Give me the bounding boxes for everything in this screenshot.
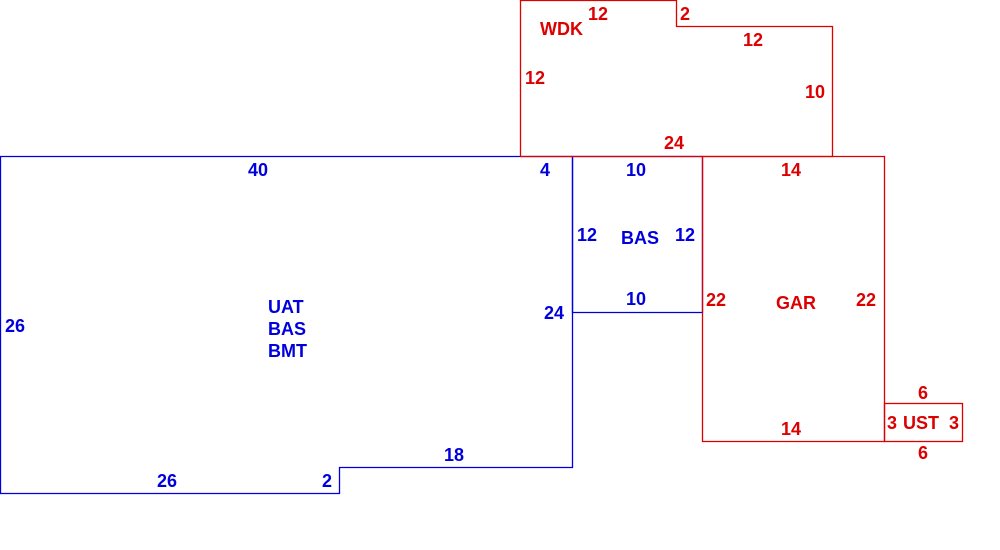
- ust-dim-top: 6: [918, 383, 928, 403]
- main-dim-right: 24: [544, 303, 564, 323]
- gar-dim-bottom: 14: [781, 419, 801, 439]
- ust-dim-right: 3: [949, 413, 959, 433]
- wdk-dim-bottom: 24: [664, 133, 684, 153]
- bas-code: BAS: [621, 228, 659, 248]
- ust-dim-left: 3: [887, 413, 897, 433]
- bas-dim-left: 12: [577, 225, 597, 245]
- bas-dim-top: 10: [626, 160, 646, 180]
- wdk-dim-right: 10: [805, 82, 825, 102]
- main-code-2: BAS: [268, 319, 306, 339]
- ust-dim-bottom: 6: [918, 443, 928, 463]
- main-dim-left: 26: [5, 316, 25, 336]
- wdk-code: WDK: [540, 19, 583, 39]
- main-dim-bottom-right: 18: [444, 445, 464, 465]
- main-dim-bottom-left: 26: [157, 471, 177, 491]
- bas-dim-right: 12: [675, 225, 695, 245]
- main-code-3: BMT: [268, 341, 307, 361]
- wdk-dim-left: 12: [525, 68, 545, 88]
- area-ust-outline: [883, 402, 964, 443]
- gar-dim-top: 14: [781, 160, 801, 180]
- main-dim-top-right: 4: [540, 160, 550, 180]
- gar-dim-right: 22: [856, 290, 876, 310]
- gar-code: GAR: [776, 293, 816, 313]
- bas-dim-bottom: 10: [626, 289, 646, 309]
- main-dim-top: 40: [248, 160, 268, 180]
- main-code-1: UAT: [268, 297, 304, 317]
- gar-dim-left: 22: [706, 290, 726, 310]
- main-dim-step: 2: [322, 471, 332, 491]
- wdk-dim-top: 12: [588, 4, 608, 24]
- ust-code: UST: [903, 413, 939, 433]
- wdk-dim-step: 2: [680, 4, 690, 24]
- wdk-dim-top-right: 12: [743, 30, 763, 50]
